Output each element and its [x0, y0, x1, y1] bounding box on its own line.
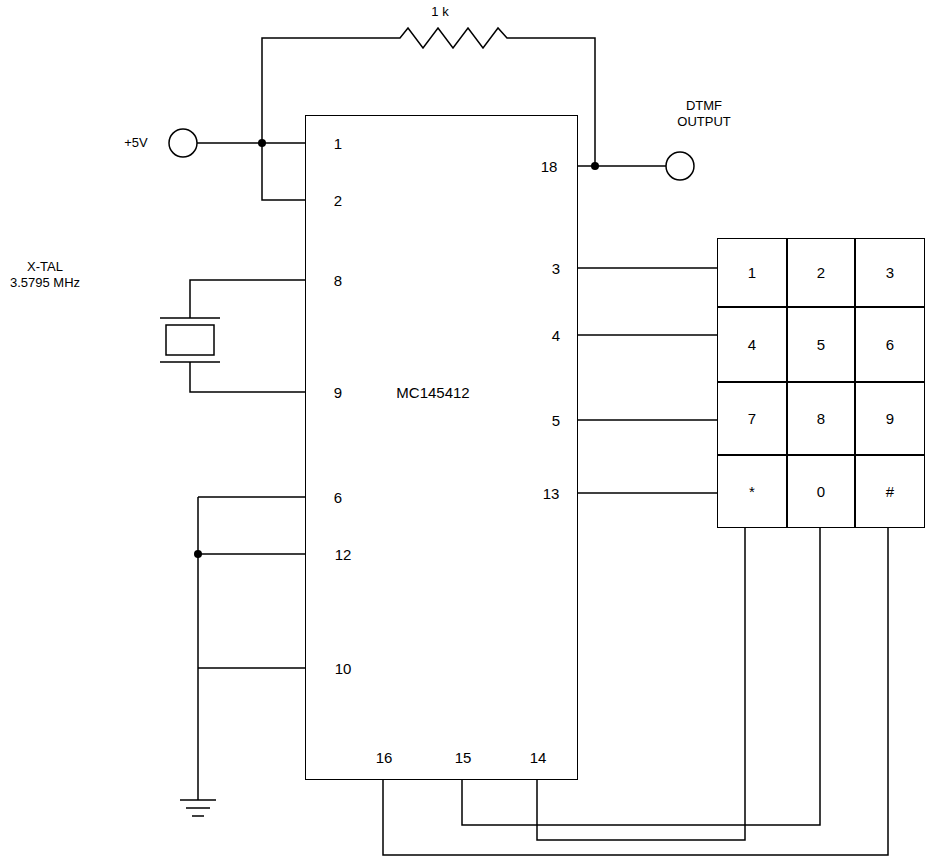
keypad-key: 7 — [717, 382, 787, 455]
wire — [462, 528, 820, 825]
key-label: 2 — [817, 264, 825, 281]
pin-number: 10 — [335, 661, 352, 678]
ic-body: MC1454121289612101834513161514 — [305, 115, 578, 780]
keypad-key: 3 — [855, 238, 925, 307]
output-terminal — [666, 152, 694, 180]
key-label: 9 — [886, 410, 894, 427]
key-label: * — [749, 483, 755, 500]
junction-dot — [194, 550, 202, 558]
keypad-key: 8 — [787, 382, 855, 455]
crystal-label: X-TAL 3.5795 MHz — [6, 259, 84, 292]
wire — [578, 492, 717, 494]
keypad-key: 9 — [855, 382, 925, 455]
crystal-wire — [160, 280, 305, 392]
pin-number: 5 — [552, 413, 560, 430]
keypad-key: 1 — [717, 238, 787, 307]
wire — [537, 528, 745, 840]
pin-number: 16 — [376, 750, 393, 767]
pin-number: 2 — [334, 193, 342, 210]
supply-terminal — [169, 129, 197, 157]
key-label: 5 — [817, 336, 825, 353]
junction-dot — [258, 139, 266, 147]
supply-wire — [197, 143, 305, 200]
pin-number: 15 — [455, 750, 472, 767]
wire — [578, 334, 717, 336]
pin-number: 4 — [552, 328, 560, 345]
pin-number: 8 — [334, 273, 342, 290]
pin-number: 3 — [552, 261, 560, 278]
pin-number: 6 — [334, 490, 342, 507]
output-label: DTMF OUTPUT — [668, 98, 740, 131]
key-label: # — [886, 483, 894, 500]
ground-wire — [198, 497, 305, 800]
supply-label: +5V — [116, 135, 156, 151]
pin-number: 12 — [335, 547, 352, 564]
key-label: 1 — [748, 264, 756, 281]
keypad-key: 2 — [787, 238, 855, 307]
key-label: 7 — [748, 410, 756, 427]
junction-dot — [591, 162, 599, 170]
pin-number: 1 — [334, 136, 342, 153]
wire — [383, 528, 888, 855]
pin-number: 9 — [334, 385, 342, 402]
keypad-key: 4 — [717, 307, 787, 382]
keypad-key: 5 — [787, 307, 855, 382]
pin-number: 13 — [543, 486, 560, 503]
pin-number: 18 — [541, 159, 558, 176]
key-label: 8 — [817, 410, 825, 427]
key-label: 3 — [886, 264, 894, 281]
keypad-key: 0 — [787, 455, 855, 528]
pin-number: 14 — [530, 750, 547, 767]
key-label: 6 — [886, 336, 894, 353]
crystal-symbol — [166, 325, 214, 355]
resistor-symbol — [262, 28, 595, 166]
key-label: 4 — [748, 336, 756, 353]
keypad-key: 6 — [855, 307, 925, 382]
wire — [578, 419, 717, 421]
keypad-key: * — [717, 455, 787, 528]
key-label: 0 — [817, 483, 825, 500]
resistor-value: 1 k — [418, 4, 462, 20]
part-number: MC145412 — [396, 385, 469, 402]
ground-symbol — [180, 800, 216, 816]
wire — [578, 267, 717, 269]
keypad-key: # — [855, 455, 925, 528]
